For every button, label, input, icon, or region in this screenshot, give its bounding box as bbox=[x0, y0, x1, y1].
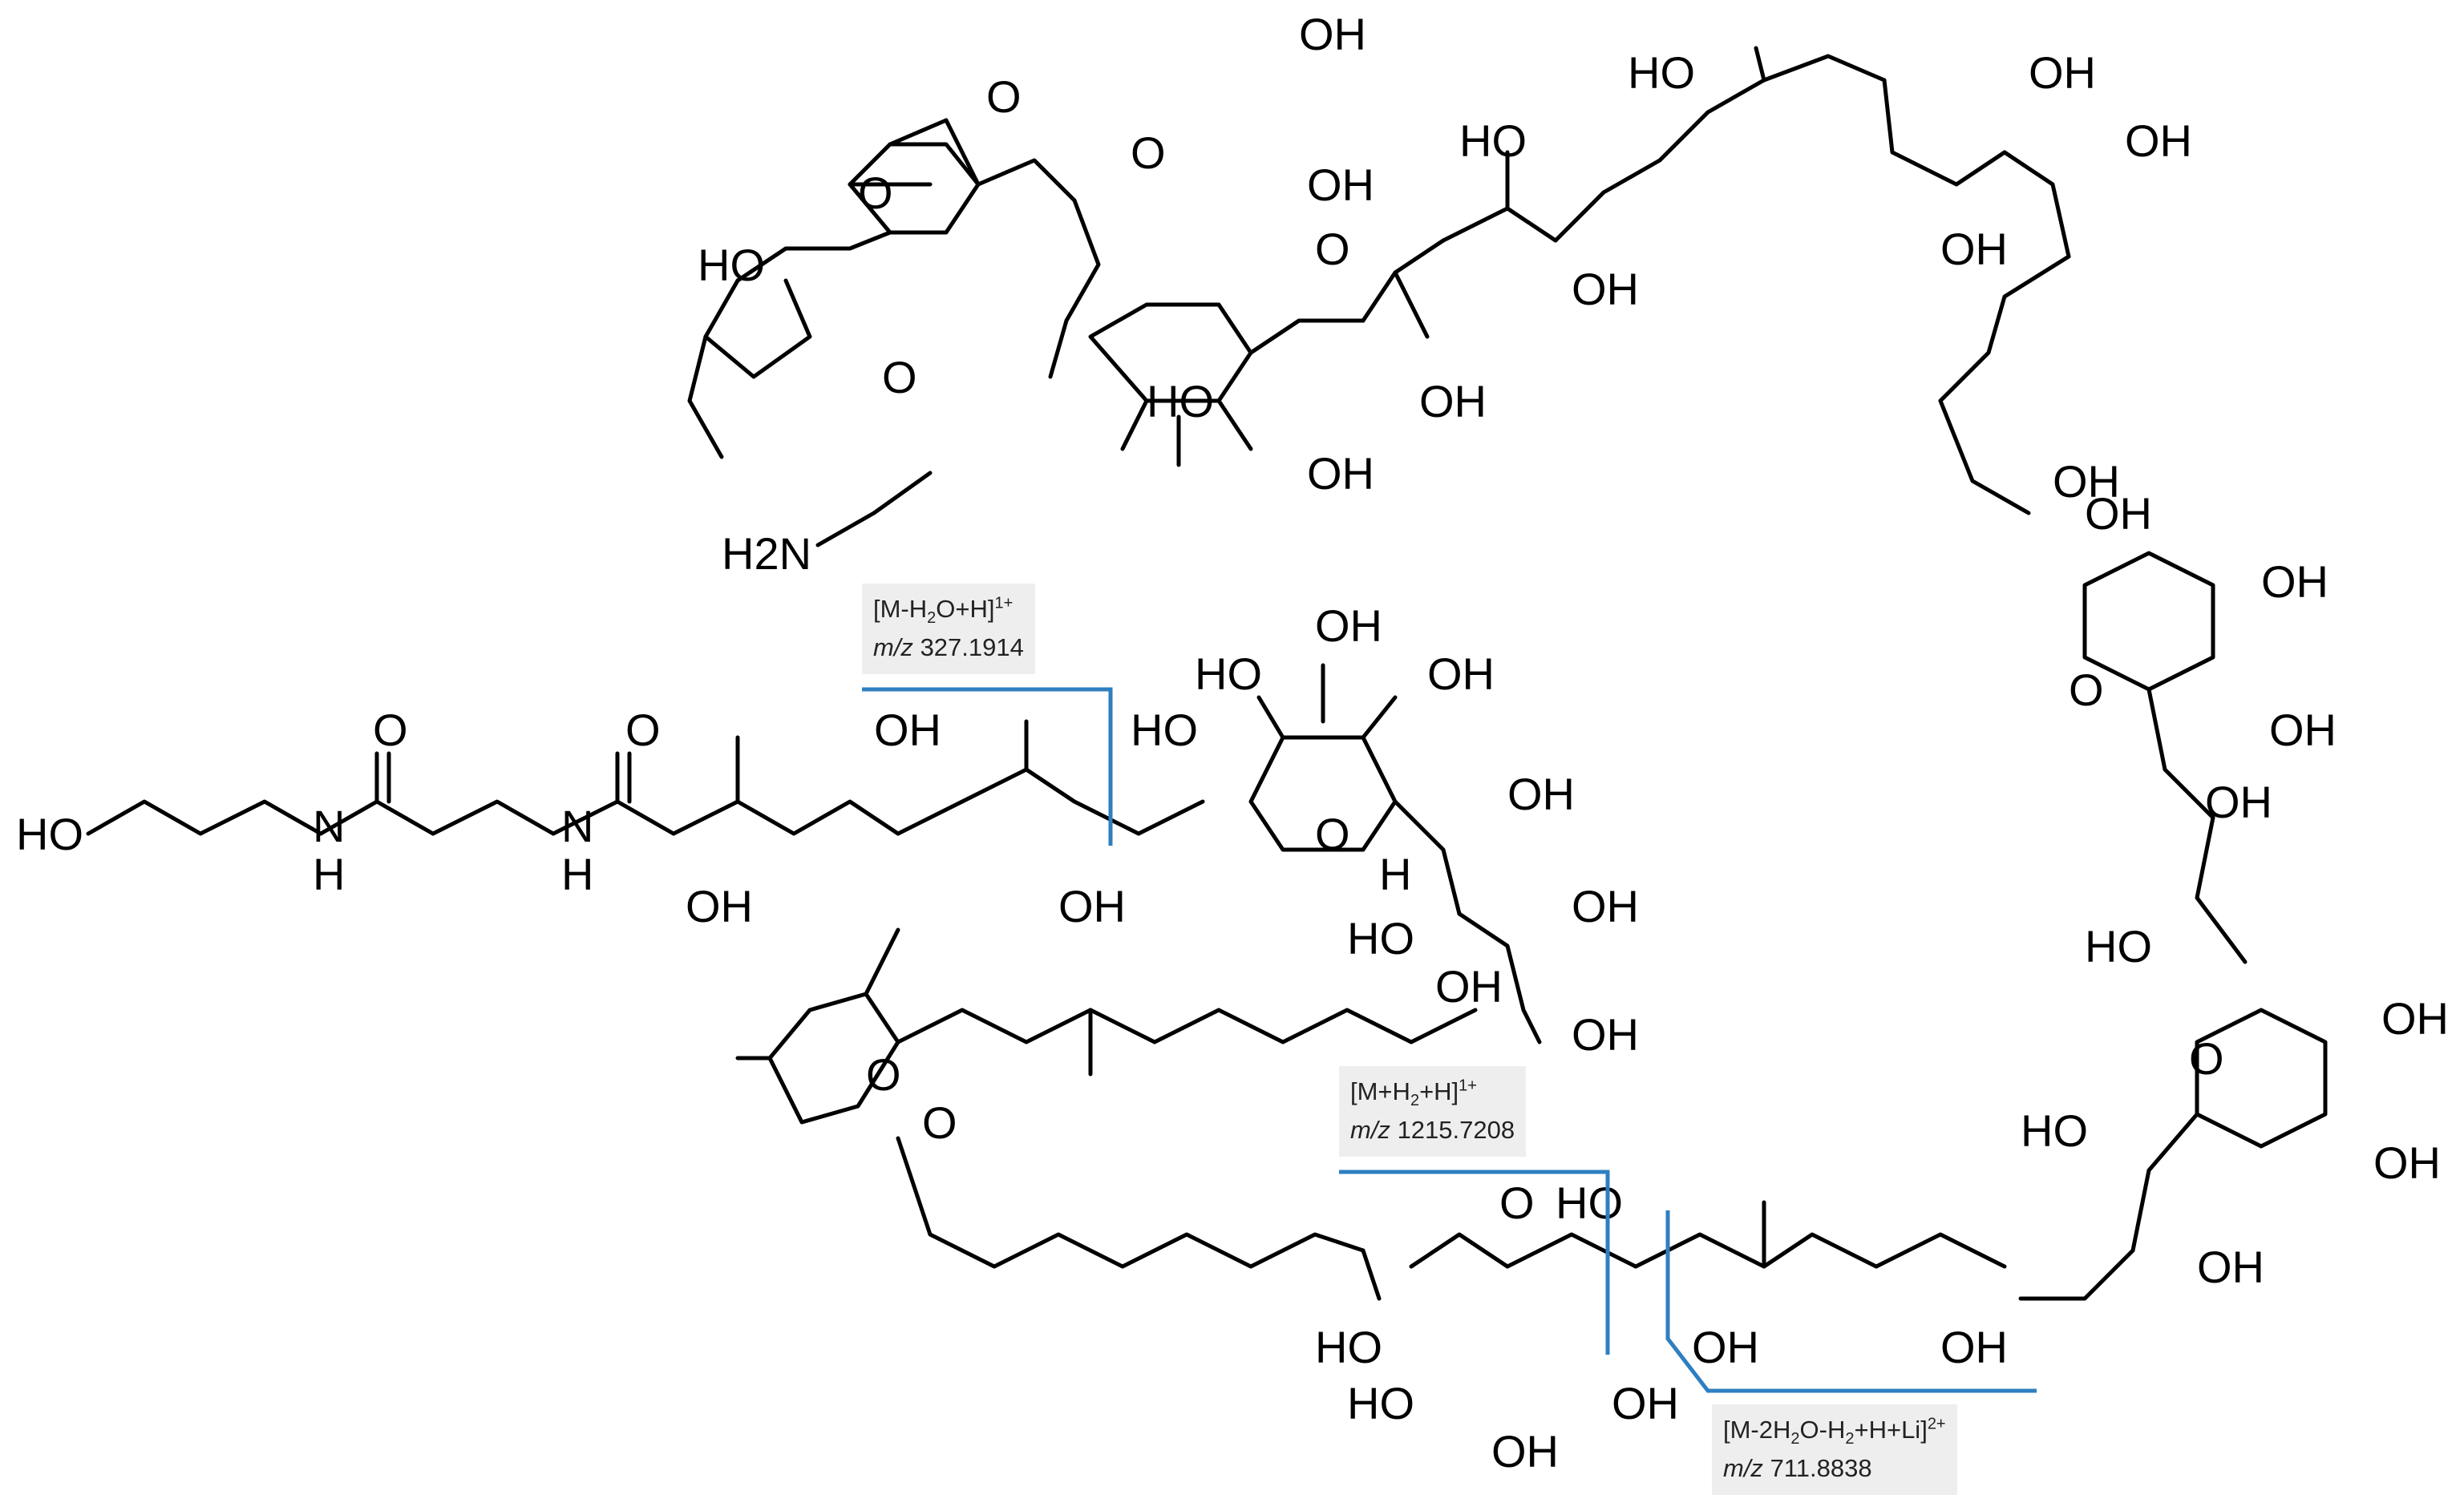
fragment-ion-formula: [M+H2+H]1+ bbox=[1350, 1077, 1477, 1110]
atom-label: OH bbox=[1299, 9, 1366, 59]
fragment-ion-formula: [M-2H2O-H2+H+Li]2+ bbox=[1723, 1415, 1946, 1448]
atom-labels: OH OH HO HO OH OH OH OH O O O O HO H2N O… bbox=[16, 9, 2449, 1477]
atom-label: OH bbox=[1940, 1322, 2008, 1372]
atom-label: OH bbox=[2381, 993, 2449, 1044]
fragment-ion-formula: [M-H2O+H]1+ bbox=[873, 594, 1014, 628]
atom-label: O bbox=[2069, 665, 2104, 715]
atom-label: HO bbox=[2085, 921, 2152, 972]
atom-label: OH bbox=[2029, 47, 2096, 98]
atom-label: HO bbox=[1147, 376, 1214, 426]
upper-left-ring-system bbox=[687, 118, 1101, 547]
atom-label: OH bbox=[1572, 1009, 1639, 1060]
atom-label: O bbox=[1315, 809, 1350, 859]
atom-label: OH bbox=[1572, 881, 1639, 931]
fragment-label-1215: [M+H2+H]1+ m/z 1215.7208 bbox=[1339, 1066, 1527, 1157]
atom-label: N bbox=[561, 801, 593, 851]
atom-label: OH bbox=[2269, 705, 2337, 755]
atom-label: HO bbox=[16, 809, 83, 859]
fragment-label-711: [M-2H2O-H2+H+Li]2+ m/z 711.8838 bbox=[1712, 1404, 1957, 1496]
atom-label: OH bbox=[1307, 448, 1374, 499]
atom-label: O bbox=[625, 705, 661, 755]
atom-label: O bbox=[373, 705, 408, 755]
atom-label: HO bbox=[1315, 1322, 1382, 1372]
upper-pyranose bbox=[1088, 46, 2071, 515]
atom-label: HO bbox=[1459, 115, 1527, 166]
atom-label: HO bbox=[1131, 705, 1198, 755]
atom-label: OH bbox=[1307, 160, 1374, 210]
atom-label: O bbox=[1499, 1178, 1535, 1228]
atom-label: HO bbox=[1628, 47, 1695, 98]
atom-label: OH bbox=[874, 705, 941, 755]
atom-label: OH bbox=[2373, 1137, 2441, 1188]
atom-label: N bbox=[313, 801, 345, 851]
fragment-mz: m/z 327.1914 bbox=[873, 633, 1024, 662]
fragmentation-lines bbox=[862, 687, 2037, 1393]
fragment-line-711 bbox=[1665, 1210, 2037, 1393]
atom-label: HO bbox=[1556, 1178, 1623, 1228]
atom-label: OH bbox=[1612, 1378, 1679, 1428]
atom-label: O bbox=[1315, 224, 1350, 274]
atom-label: HO bbox=[1347, 913, 1414, 964]
atom-label: OH bbox=[1940, 224, 2008, 274]
atom-label: OH bbox=[2053, 456, 2120, 507]
fragment-line-1215 bbox=[1339, 1170, 1610, 1355]
atom-label: OH bbox=[2205, 777, 2272, 827]
atom-label: O bbox=[986, 71, 1022, 122]
atom-label: OH bbox=[1572, 264, 1639, 314]
lower-chain bbox=[735, 927, 2007, 1301]
atom-label: H2N bbox=[722, 528, 811, 579]
atom-label: OH bbox=[1435, 961, 1503, 1012]
middle-pyranose bbox=[1248, 663, 1542, 1044]
atom-label: O bbox=[2189, 1033, 2224, 1084]
atom-label: O bbox=[1131, 127, 1166, 178]
fragment-line-327 bbox=[862, 687, 1113, 846]
atom-label: OH bbox=[1058, 881, 1126, 931]
right-pyranoses bbox=[2018, 551, 2328, 1301]
atom-label: OH bbox=[2261, 556, 2328, 607]
fragment-mz: m/z 1215.7208 bbox=[1350, 1116, 1515, 1145]
atom-label: HO bbox=[698, 240, 765, 290]
atom-label: H bbox=[561, 849, 593, 899]
atom-label: OH bbox=[1491, 1426, 1559, 1477]
atom-label: OH bbox=[2085, 488, 2152, 539]
amide-chain bbox=[86, 719, 1205, 836]
atom-label: OH bbox=[1507, 769, 1575, 819]
atom-label: HO bbox=[1347, 1378, 1414, 1428]
atom-label: O bbox=[866, 1049, 901, 1100]
atom-label: OH bbox=[2197, 1242, 2264, 1292]
atom-label: HO bbox=[1195, 648, 1262, 699]
atom-label: O bbox=[858, 168, 893, 218]
atom-label: OH bbox=[1419, 376, 1487, 426]
atom-label: HO bbox=[2021, 1105, 2088, 1156]
atom-label: H bbox=[1379, 849, 1411, 899]
atom-label: OH bbox=[1315, 600, 1382, 651]
atom-label: OH bbox=[2125, 115, 2192, 166]
atom-label: O bbox=[882, 352, 917, 402]
atom-label: OH bbox=[1692, 1322, 1759, 1372]
atom-label: OH bbox=[1427, 648, 1495, 699]
atom-label: OH bbox=[686, 881, 753, 931]
atom-label: O bbox=[922, 1097, 957, 1148]
fragment-label-327: [M-H2O+H]1+ m/z 327.1914 bbox=[862, 584, 1035, 675]
fragment-mz: m/z 711.8838 bbox=[1723, 1454, 1872, 1483]
atom-label: H bbox=[313, 849, 345, 899]
